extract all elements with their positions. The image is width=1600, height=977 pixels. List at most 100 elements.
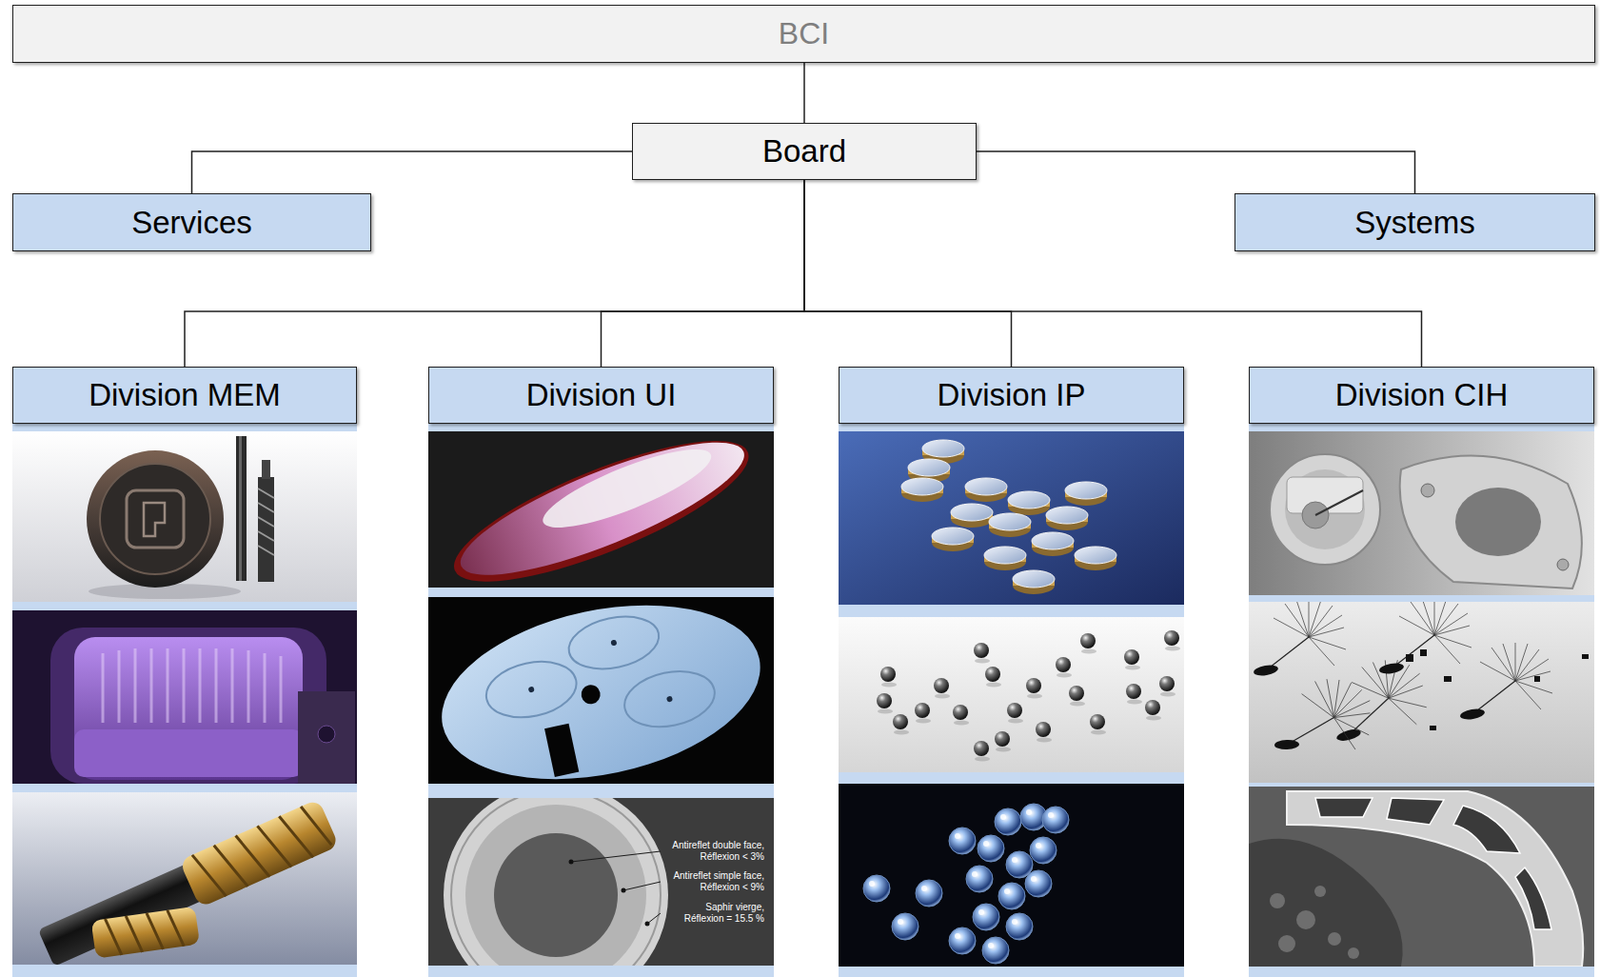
- seed-photo: [1429, 725, 1437, 731]
- tool-photo: [12, 431, 357, 602]
- ball-photo: [973, 740, 990, 762]
- seed-photo: [1534, 675, 1541, 682]
- glass-ball-photo: [1025, 869, 1052, 897]
- seed-photo: [1405, 653, 1414, 662]
- glass-ball-photo: [982, 936, 1009, 964]
- plasma-photo: [101, 652, 105, 723]
- disc-photo: [425, 577, 776, 806]
- tool-photo: [257, 488, 275, 555]
- drill-photo: [104, 908, 184, 956]
- seed-photo: [1459, 642, 1553, 721]
- plasma-photo: [182, 648, 186, 723]
- watch-part-photo: [1248, 431, 1595, 595]
- coating-note: Saphir vierge, Réflexion = 15.5 %: [667, 901, 765, 925]
- microscope-photo: [1286, 790, 1583, 967]
- microscope-photo: [1315, 797, 1552, 929]
- tool-photo: [126, 490, 184, 548]
- tool-photo: [12, 431, 357, 602]
- optics-photo: [1065, 481, 1107, 506]
- plasma-photo: [263, 652, 267, 723]
- sapphire-photo: [571, 850, 661, 862]
- plasma-photo: [118, 650, 121, 723]
- plasma-photo: [134, 648, 138, 723]
- drill-photo: [91, 906, 200, 959]
- watch-part-photo: [1421, 483, 1435, 497]
- seed-photo: [1420, 649, 1427, 656]
- plasma-photo: [247, 650, 251, 723]
- disc-photo: [564, 609, 665, 677]
- glass-ball-photo: [948, 927, 976, 954]
- tool-photo: [238, 435, 242, 581]
- watch-part-photo: [1315, 490, 1363, 515]
- drill-photo: [91, 906, 200, 959]
- ball-photo: [1164, 630, 1181, 652]
- plasma-photo: [215, 648, 218, 723]
- box-label: Systems: [1354, 204, 1476, 241]
- column-band: [838, 423, 1185, 977]
- optics-photo: [965, 477, 1008, 502]
- optics-photo: [950, 503, 993, 528]
- optics-photo: [1031, 532, 1074, 556]
- microscope-photo: [1515, 867, 1552, 929]
- plasma-photo: [279, 655, 283, 723]
- microscope-photo: [1248, 838, 1403, 967]
- ball-photo: [892, 713, 909, 735]
- ball-photo: [1125, 683, 1143, 705]
- microscope-photo: [1315, 797, 1373, 817]
- disc-photo: [480, 653, 582, 726]
- ball-photo: [880, 666, 897, 688]
- box-label: Division MEM: [88, 376, 281, 414]
- plasma-photo: [317, 725, 336, 743]
- microscope-photo: [1248, 786, 1595, 967]
- sapphire-photo: [428, 782, 774, 977]
- board-box: Board: [632, 122, 977, 180]
- ball-photo: [838, 616, 1185, 772]
- tool-photo: [143, 502, 165, 536]
- disc-photo: [544, 723, 579, 777]
- ball-photo: [1089, 713, 1107, 735]
- plasma-photo: [50, 627, 327, 784]
- plasma-photo: [12, 610, 357, 784]
- microscope-photo: [1347, 947, 1360, 959]
- drill-photo: [192, 801, 334, 902]
- lens-photo: [534, 434, 719, 542]
- watch-part-photo: [1455, 487, 1541, 556]
- microscope-photo: [1327, 931, 1342, 946]
- glass-ball-photo: [998, 882, 1026, 909]
- ball-photo: [914, 702, 931, 724]
- ball-photo: [838, 616, 1185, 772]
- optics-photo: [1012, 570, 1055, 594]
- lens-photo: [447, 417, 757, 599]
- watch-part-photo: [1400, 455, 1582, 589]
- connector-line: [803, 62, 806, 123]
- microscope-photo: [1269, 885, 1360, 959]
- column-band: [12, 423, 357, 977]
- lens-photo: [439, 414, 764, 609]
- microscope-photo: [1314, 885, 1326, 897]
- connector-line: [192, 151, 633, 194]
- glass-ball-photo: [838, 783, 1185, 967]
- sapphire-photo: [443, 782, 669, 977]
- sapphire-photo: [623, 881, 661, 890]
- sapphire-photo: [645, 921, 651, 927]
- division-box: Division CIH: [1248, 366, 1595, 424]
- plasma-photo: [74, 729, 303, 777]
- sapphire-photo: [621, 888, 627, 893]
- optics-photo: [901, 477, 944, 502]
- plasma-photo: [231, 648, 235, 723]
- sapphire-photo: [571, 850, 661, 924]
- microscope-photo: [1386, 797, 1444, 825]
- sapphire-photo: [647, 912, 661, 924]
- division-box: Division IP: [838, 366, 1185, 424]
- ball-photo: [1068, 685, 1086, 707]
- ball-photo: [933, 677, 950, 699]
- glass-ball-photo: [966, 865, 993, 892]
- optics-photo: [984, 546, 1027, 571]
- ball-photo: [876, 692, 893, 714]
- optics-photo: [1007, 491, 1050, 515]
- lens-photo: [428, 414, 774, 609]
- plasma-photo: [102, 648, 281, 723]
- ball-photo: [952, 704, 969, 726]
- glass-ball-photo: [972, 903, 1000, 930]
